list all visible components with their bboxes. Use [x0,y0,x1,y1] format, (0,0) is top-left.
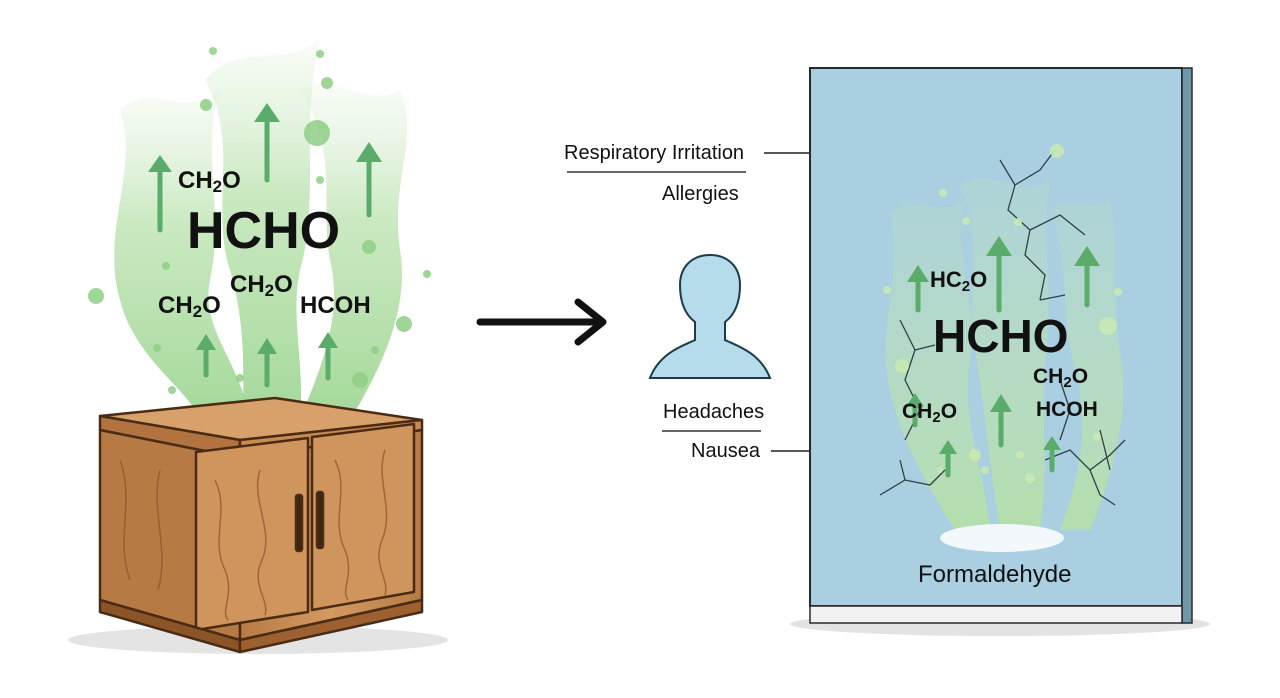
formula-hcho-main-panel: HCHO [933,310,1068,362]
gas-plume-left [114,40,408,420]
symptom-nausea: Nausea [691,440,761,462]
formula-hcoh-left: HCOH [300,292,371,319]
formula-hcho-main-left: HCHO [187,202,340,260]
symptom-respiratory-irritation: Respiratory Irritation [564,142,744,164]
gas-arrows-panel [906,236,1100,478]
symptom-headaches: Headaches [663,401,764,423]
formula-ch2o-panel-2: CH2O [902,400,957,426]
symptom-allergies: Allergies [662,183,739,205]
gas-bubbles-left [88,47,431,394]
wall-cracks [879,149,1126,506]
formula-hcoh-panel: HCOH [1036,398,1098,421]
formula-ch2o-panel-1: CH2O [1033,365,1088,391]
formula-hc2o-panel: HC2O [930,267,987,295]
wooden-cabinet-icon [68,396,448,654]
panel-caption: Formaldehyde [918,561,1071,588]
formula-ch2o-2: CH2O [230,271,293,300]
arrow-right-icon [476,298,607,346]
person-head-icon [648,253,772,379]
gas-bubbles-panel [883,144,1122,483]
gas-arrows-left [148,103,382,388]
formula-ch2o-1: CH2O [178,167,241,196]
formula-ch2o-3: CH2O [158,292,221,321]
